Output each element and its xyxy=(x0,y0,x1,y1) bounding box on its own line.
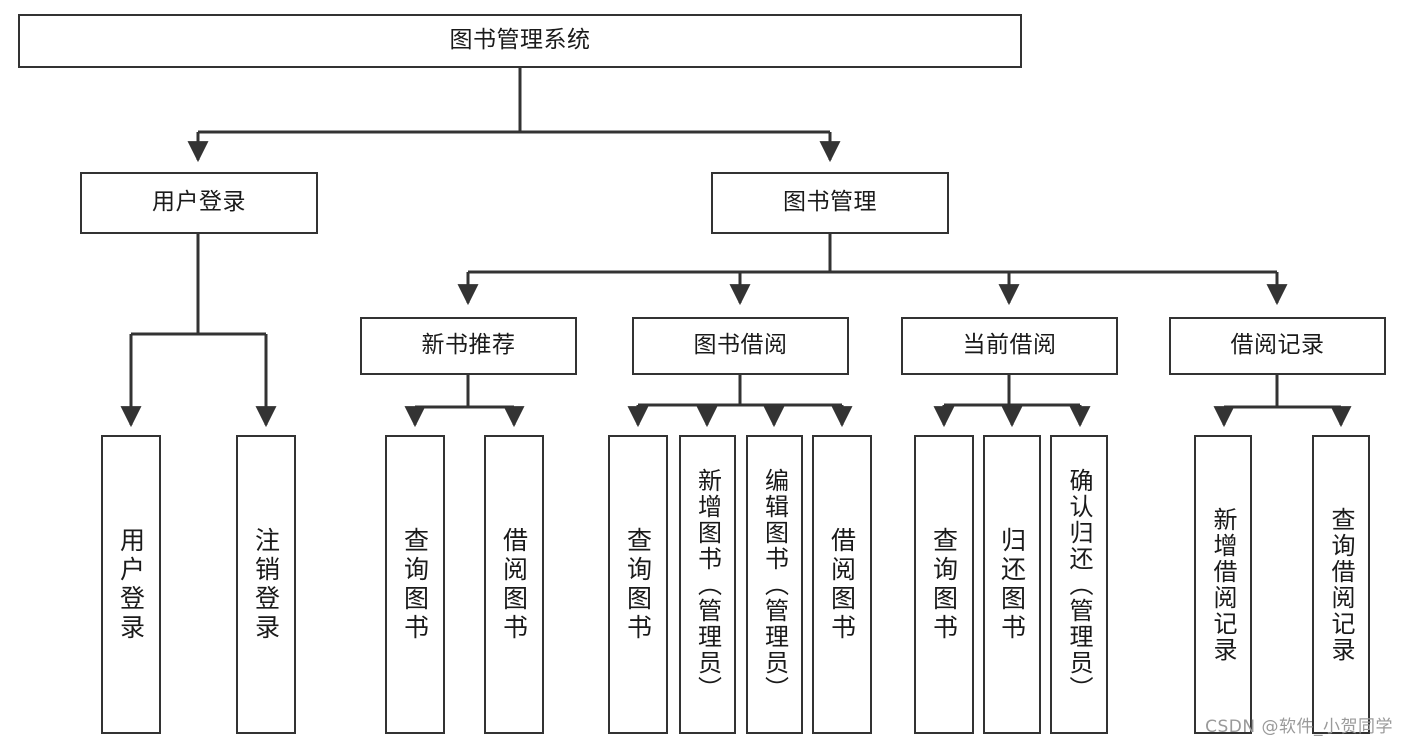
node-new-book-rec-label: 新书推荐 xyxy=(421,332,516,359)
leaf-query-book-2-label: 查询图书 xyxy=(623,526,653,643)
leaf-query-record-label: 查询借阅记录 xyxy=(1327,506,1355,663)
leaf-query-record[interactable]: 查询借阅记录 xyxy=(1312,435,1370,734)
node-book-manage[interactable]: 图书管理 xyxy=(711,172,949,234)
leaf-return-book-label: 归还图书 xyxy=(997,526,1027,643)
watermark-text: CSDN @软件_小贺同学 xyxy=(1205,717,1393,737)
leaf-edit-book[interactable]: 编辑图书（管理员） xyxy=(746,435,803,734)
leaf-add-book-label: 新增图书（管理员） xyxy=(693,467,722,702)
leaf-query-book-3[interactable]: 查询图书 xyxy=(914,435,974,734)
node-book-borrow-label: 图书借阅 xyxy=(693,332,788,359)
leaf-borrow-book-2-label: 借阅图书 xyxy=(827,526,857,643)
node-current-borrow[interactable]: 当前借阅 xyxy=(901,317,1118,375)
node-book-borrow[interactable]: 图书借阅 xyxy=(632,317,849,375)
leaf-query-book-2[interactable]: 查询图书 xyxy=(608,435,668,734)
node-borrow-record-label: 借阅记录 xyxy=(1230,332,1325,359)
node-borrow-record[interactable]: 借阅记录 xyxy=(1169,317,1386,375)
leaf-logout-login-label: 注销登录 xyxy=(251,526,281,643)
node-book-manage-label: 图书管理 xyxy=(783,189,877,216)
node-root-label: 图书管理系统 xyxy=(449,27,591,54)
leaf-borrow-book-1[interactable]: 借阅图书 xyxy=(484,435,544,734)
leaf-user-login[interactable]: 用户登录 xyxy=(101,435,161,734)
leaf-query-book-3-label: 查询图书 xyxy=(929,526,959,643)
node-user-login-label: 用户登录 xyxy=(152,189,246,216)
leaf-query-book-1[interactable]: 查询图书 xyxy=(385,435,445,734)
node-user-login[interactable]: 用户登录 xyxy=(80,172,318,234)
leaf-query-book-1-label: 查询图书 xyxy=(400,526,430,643)
leaf-user-login-label: 用户登录 xyxy=(116,526,146,643)
leaf-edit-book-label: 编辑图书（管理员） xyxy=(760,467,789,702)
node-new-book-rec[interactable]: 新书推荐 xyxy=(360,317,577,375)
leaf-confirm-return[interactable]: 确认归还（管理员） xyxy=(1050,435,1108,734)
leaf-add-record[interactable]: 新增借阅记录 xyxy=(1194,435,1252,734)
leaf-add-book[interactable]: 新增图书（管理员） xyxy=(679,435,736,734)
node-root[interactable]: 图书管理系统 xyxy=(18,14,1022,68)
leaf-borrow-book-2[interactable]: 借阅图书 xyxy=(812,435,872,734)
node-current-borrow-label: 当前借阅 xyxy=(962,332,1057,359)
leaf-return-book[interactable]: 归还图书 xyxy=(983,435,1041,734)
leaf-logout-login[interactable]: 注销登录 xyxy=(236,435,296,734)
leaf-add-record-label: 新增借阅记录 xyxy=(1209,506,1237,663)
leaf-confirm-return-label: 确认归还（管理员） xyxy=(1065,467,1093,702)
leaf-borrow-book-1-label: 借阅图书 xyxy=(499,526,529,643)
